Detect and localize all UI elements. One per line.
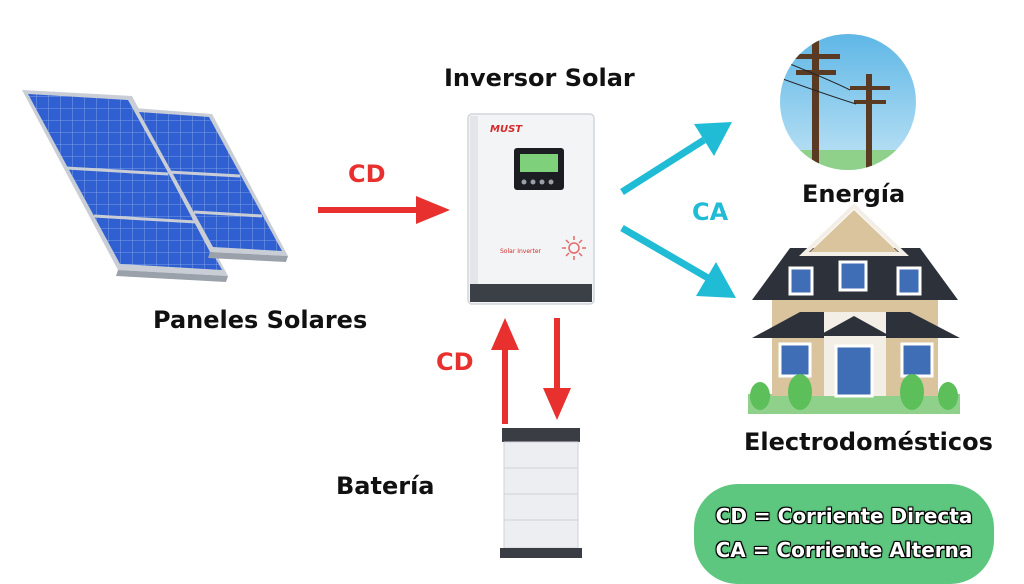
arrow-dc-panels-to-inverter [318, 196, 450, 224]
inverter-caption-text: Solar Inverter [500, 248, 541, 255]
solar-inverter [467, 113, 595, 305]
arrow-dc-inverter-to-battery [543, 318, 571, 420]
inverter-sun-logo [562, 236, 586, 260]
solar-panels-label: Paneles Solares [153, 306, 368, 334]
ac-label: CA [692, 198, 729, 226]
legend-dc-line: CD = Corriente Directa [715, 504, 973, 528]
inverter-lcd [520, 154, 558, 172]
arrow-dc-battery-to-inverter [491, 318, 519, 424]
arrow-ac-to-house [620, 224, 736, 298]
grid-energy-icon [780, 34, 916, 170]
solar-panels [22, 90, 288, 282]
house-icon [748, 203, 960, 414]
grid-energy-label: Energía [802, 180, 906, 208]
arrow-ac-to-grid [620, 122, 732, 195]
inverter-label: Inversor Solar [444, 64, 635, 92]
solar-panel-left [22, 90, 228, 282]
legend-box: CD = Corriente Directa CA = Corriente Al… [694, 484, 994, 584]
battery-stack [500, 428, 582, 558]
inverter-brand-text: MUST [490, 124, 523, 135]
appliances-label: Electrodomésticos [744, 428, 993, 456]
dc-label-panels: CD [348, 160, 386, 188]
battery-label: Batería [336, 472, 435, 500]
dc-label-battery: CD [436, 348, 474, 376]
legend-ac-line: CA = Corriente Alterna [715, 538, 973, 562]
